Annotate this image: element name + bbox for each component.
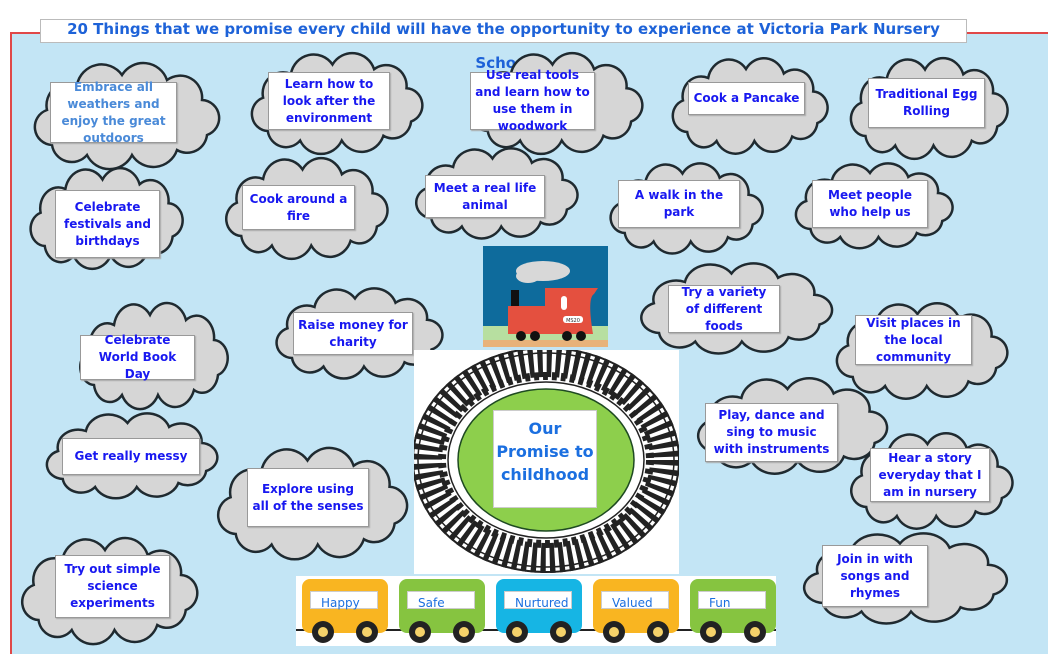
promise-text: Learn how to look after the environment: [282, 76, 376, 125]
wheel-icon: [453, 621, 475, 643]
wheel-icon: [603, 621, 625, 643]
promise-item: Traditional Egg Rolling: [868, 78, 985, 128]
carriage-fun: Fun: [690, 579, 776, 643]
poster-title: 20 Things that we promise every child wi…: [40, 19, 967, 72]
wheel-icon: [550, 621, 572, 643]
promise-item: Try a variety of different foods: [668, 285, 780, 333]
promise-text: Get really messy: [74, 449, 188, 463]
promise-text: Explore using all of the senses: [252, 481, 364, 513]
wheel-icon: [744, 621, 766, 643]
promise-text: Celebrate festivals and birthdays: [64, 199, 151, 248]
promise-item: Cook around a fire: [242, 185, 355, 230]
carriage-label: Happy: [310, 591, 378, 610]
promise-text: Cook a Pancake: [693, 91, 800, 105]
train-carriages: Happy Safe Nurtured Valued Fun: [296, 576, 776, 646]
carriage-label: Valued: [601, 591, 669, 610]
promise-item: Cook a Pancake: [688, 82, 805, 115]
promise-text: A walk in the park: [634, 188, 724, 219]
carriage-safe: Safe: [399, 579, 485, 643]
wheel-icon: [700, 621, 722, 643]
promise-item: Learn how to look after the environment: [268, 72, 390, 130]
carriage-valued: Valued: [593, 579, 679, 643]
promise-text: Meet a real life animal: [433, 180, 537, 212]
steam-train-icon: MS20: [483, 246, 608, 347]
promise-text: Join in with songs and rhymes: [837, 551, 913, 600]
promise-text: Cook around a fire: [249, 191, 348, 223]
wheel-icon: [506, 621, 528, 643]
promise-text: Visit places in the local community: [866, 315, 961, 364]
promise-text: Embrace all weathers and enjoy the great…: [61, 79, 166, 145]
promise-item: Celebrate World Book Day: [80, 333, 195, 381]
carriage-happy: Happy: [302, 579, 388, 643]
promise-item: Play, dance and sing to music with instr…: [705, 403, 838, 462]
promise-item: Explore using all of the senses: [247, 468, 369, 527]
promise-item: Celebrate festivals and birthdays: [55, 190, 160, 258]
promise-item: Use real tools and learn how to use them…: [470, 68, 595, 133]
wheel-icon: [356, 621, 378, 643]
wheel-icon: [409, 621, 431, 643]
promise-item: Get really messy: [62, 438, 200, 475]
carriage-label: Fun: [698, 591, 766, 610]
center-promise-label: Our Promise to childhood: [493, 410, 597, 508]
title-text: 20 Things that we promise every child wi…: [67, 20, 940, 72]
promise-text: Play, dance and sing to music with instr…: [713, 408, 830, 456]
carriage-label: Nurtured: [504, 591, 572, 610]
promise-item: Meet people who help us: [812, 180, 928, 228]
promise-item: Hear a story everyday that I am in nurse…: [870, 448, 990, 502]
wheel-icon: [312, 621, 334, 643]
promise-item: A walk in the park: [618, 180, 740, 228]
train-number: MS20: [566, 318, 580, 324]
promise-text: Raise money for charity: [298, 317, 408, 349]
promise-item: Join in with songs and rhymes: [822, 545, 928, 607]
promise-text: Use real tools and learn how to use them…: [475, 68, 590, 133]
promise-text: Meet people who help us: [828, 188, 912, 219]
promise-item: Meet a real life animal: [425, 175, 545, 218]
promise-item: Try out simple science experiments: [55, 555, 170, 618]
wheel-icon: [647, 621, 669, 643]
carriage-label: Safe: [407, 591, 475, 610]
promise-item: Embrace all weathers and enjoy the great…: [50, 80, 177, 145]
promise-text: Try out simple science experiments: [64, 562, 161, 610]
promise-text: Celebrate World Book Day: [98, 333, 177, 381]
promise-text: Hear a story everyday that I am in nurse…: [878, 450, 982, 499]
promise-item: Visit places in the local community: [855, 315, 972, 365]
promise-item: Raise money for charity: [293, 312, 413, 355]
promise-text: Try a variety of different foods: [681, 284, 767, 333]
carriage-nurtured: Nurtured: [496, 579, 582, 643]
center-label-text: Our Promise to childhood: [496, 419, 594, 484]
promise-text: Traditional Egg Rolling: [875, 87, 978, 118]
